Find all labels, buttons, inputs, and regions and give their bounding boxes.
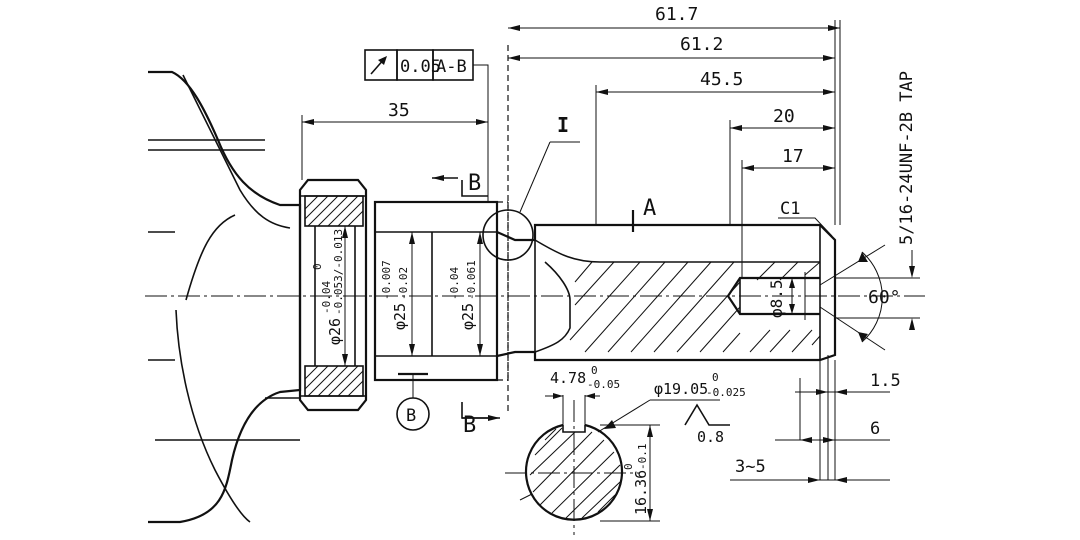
shaft xyxy=(496,223,837,362)
detail-i-circle xyxy=(482,209,534,261)
dim-6: 6 xyxy=(870,419,880,439)
detail-i-label: I xyxy=(557,113,569,137)
datum-a-label: A xyxy=(643,196,656,221)
dia-26-base: φ26 xyxy=(326,318,344,345)
chamfer-c1: C1 xyxy=(780,199,800,219)
section-b-bottom: B xyxy=(463,413,476,438)
keyway-depth-upper: 0 xyxy=(622,463,635,470)
dia-26-upper2: 0 xyxy=(311,263,324,270)
journal-section xyxy=(373,200,509,382)
tolerance-value: 0.05 xyxy=(400,57,441,77)
detail-i-leader xyxy=(519,141,551,213)
dia-8-5: φ8.5 xyxy=(767,279,786,318)
section-b-top: B xyxy=(468,171,481,196)
section-b-markers xyxy=(432,175,500,421)
keyway-width-base: 4.78 xyxy=(550,369,586,387)
keyway-dia-lower: -0.025 xyxy=(706,386,746,399)
dia-dims xyxy=(342,226,483,366)
tolerance-frame xyxy=(364,49,489,122)
dim-61-7: 61.7 xyxy=(655,4,698,25)
keyway-width-upper: 0 xyxy=(591,364,598,377)
keyway-dia-base: φ19.05 xyxy=(654,380,708,398)
tolerance-datum: A-B xyxy=(436,57,467,77)
tap-callout: 5/16-24UNF-2B TAP xyxy=(897,71,917,245)
datum-b-label: B xyxy=(406,406,416,426)
dia-25b-upper: -0.04 xyxy=(448,267,461,300)
angle-60-label: 60° xyxy=(868,287,901,308)
dim-lines xyxy=(301,20,841,278)
dim-61-2: 61.2 xyxy=(680,34,723,55)
dia-26-upper: -0.04 xyxy=(320,281,333,314)
keyway-depth-base: 16.36 xyxy=(632,470,650,515)
dia-25a-upper: -0.007 xyxy=(380,260,393,300)
roughness-value: 0.8 xyxy=(697,428,724,446)
dim-1-5: 1.5 xyxy=(870,371,901,391)
chamfer-leader xyxy=(778,217,833,237)
keyway-section xyxy=(505,393,730,535)
dia-26-lower: -0.053/-0.013 xyxy=(332,229,345,315)
dia-25b-base: φ25 xyxy=(459,303,477,330)
keyway-depth-lower: -0.1 xyxy=(636,444,649,471)
dim-45-5: 45.5 xyxy=(700,69,743,90)
dia-25b-lower: -0.061 xyxy=(465,260,478,300)
datum-b xyxy=(396,372,430,431)
housing-outline xyxy=(148,70,302,524)
keyway-dia-upper: 0 xyxy=(712,371,719,384)
dims-bottom-right xyxy=(730,355,890,483)
angle-60 xyxy=(819,244,886,351)
keyway-width-lower: -0.05 xyxy=(587,378,620,391)
bearing-nut xyxy=(298,178,368,412)
dia-25a-base: φ25 xyxy=(391,303,409,330)
shaft-hatch xyxy=(569,261,821,353)
dim-3-5: 3~5 xyxy=(735,457,766,477)
dim-20: 20 xyxy=(773,106,795,127)
dim-17: 17 xyxy=(782,146,804,167)
dia-25a-lower: -0.02 xyxy=(397,267,410,300)
dim-35: 35 xyxy=(388,100,410,121)
